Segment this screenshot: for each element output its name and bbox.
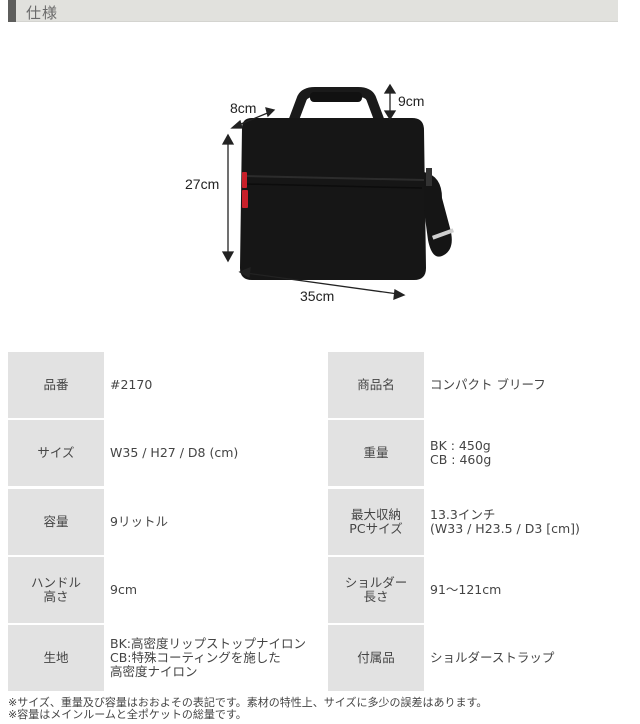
- table-row: 品番 #2170 商品名 コンパクト ブリーフ: [8, 352, 640, 418]
- table-row: 容量 9リットル 最大収納 PCサイズ 13.3インチ (W33 / H23.5…: [8, 488, 640, 555]
- section-header: 仕様: [8, 0, 618, 22]
- footnote: ※容量はメインルームと全ポケットの総量です。: [8, 708, 247, 721]
- footnotes: ※サイズ、重量及び容量はおおよその表記です。素材の特性上、サイズに多少の誤差はあ…: [8, 697, 487, 721]
- spec-value: 9リットル: [110, 513, 168, 529]
- spec-label: サイズ: [8, 420, 104, 487]
- spec-value: W35 / H27 / D8 (cm): [110, 445, 239, 461]
- spec-value: 91～121cm: [430, 581, 502, 597]
- spec-value: ショルダーストラップ: [430, 650, 555, 666]
- header-accent-strip: [8, 0, 16, 22]
- spec-value: #2170: [110, 377, 153, 392]
- spec-label: 生地: [8, 625, 104, 692]
- spec-label: 商品名: [328, 352, 424, 418]
- product-dimension-figure: 8cm 9cm 27cm 35cm: [180, 80, 480, 310]
- section-title: 仕様: [26, 4, 59, 22]
- spec-label: 付属品: [328, 625, 424, 692]
- handle-height-label: 9cm: [398, 93, 425, 109]
- height-label: 27cm: [185, 176, 220, 192]
- spec-value: 13.3インチ (W33 / H23.5 / D3 [cm]): [430, 506, 580, 536]
- width-label: 35cm: [300, 288, 335, 304]
- spec-value: コンパクト ブリーフ: [430, 377, 546, 392]
- table-row: 生地 BK:高密度リップストップナイロン CB:特殊コーティングを施した 高密度…: [8, 625, 640, 692]
- spec-value: BK:高密度リップストップナイロン CB:特殊コーティングを施した 高密度ナイロ…: [110, 636, 306, 680]
- spec-label: 容量: [8, 488, 104, 555]
- spec-label: 品番: [8, 352, 104, 418]
- spec-value: BK : 450g CB : 460g: [430, 438, 492, 468]
- table-row: ハンドル 高さ 9cm ショルダー 長さ 91～121cm: [8, 556, 640, 623]
- table-row: サイズ W35 / H27 / D8 (cm) 重量 BK : 450g CB …: [8, 420, 640, 487]
- footnote: ※サイズ、重量及び容量はおおよその表記です。素材の特性上、サイズに多少の誤差はあ…: [8, 696, 488, 709]
- spec-table: 品番 #2170 商品名 コンパクト ブリーフ サイズ W35 / H27 / …: [8, 352, 640, 693]
- depth-label: 8cm: [230, 100, 257, 116]
- spec-value: 9cm: [110, 581, 138, 597]
- spec-label: 最大収納 PCサイズ: [328, 488, 424, 555]
- spec-label: ハンドル 高さ: [8, 556, 104, 623]
- briefcase-illustration: [221, 83, 455, 301]
- spec-label: 重量: [328, 420, 424, 487]
- spec-label: ショルダー 長さ: [328, 556, 424, 623]
